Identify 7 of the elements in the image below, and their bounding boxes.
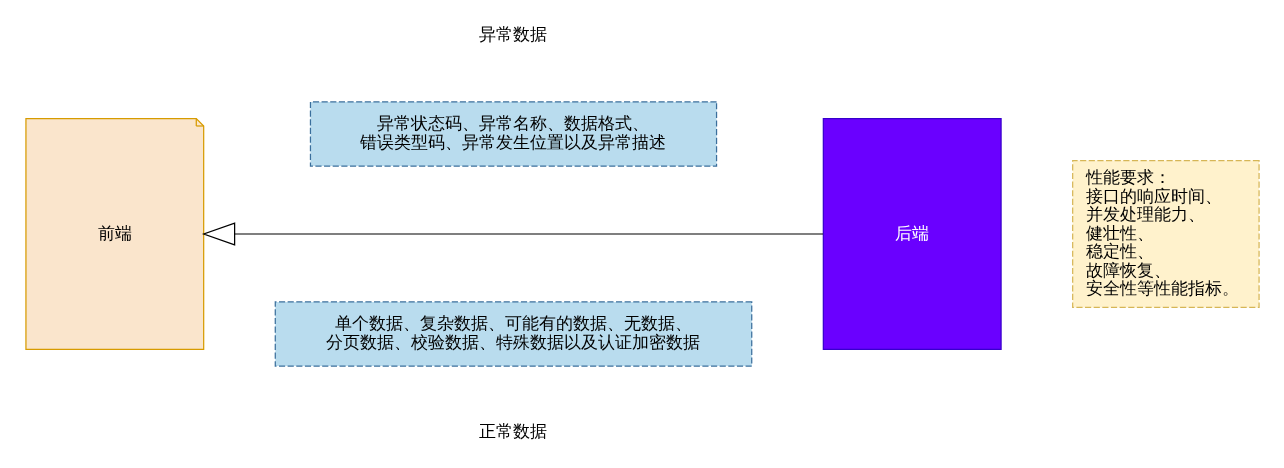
label: 正常数据 [479,421,548,442]
label: 异常数据 [479,23,548,44]
arrow [201,222,824,246]
node-box: 后端 [822,117,1002,351]
node-box: 性能要求： 接口的响应时间、并发处理能力、健壮性、稳定性、故障恢复、安全性等性能指标。 [1071,159,1260,309]
node-box: 单个数据、复杂数据、可能有的数据、无数据、分页数据、校验数据、特殊数据以及认证加密数据 [274,301,752,367]
node-box: 异常状态码、异常名称、数据格式、错误类型码、异常发生位置以及异常描述 [309,101,717,167]
